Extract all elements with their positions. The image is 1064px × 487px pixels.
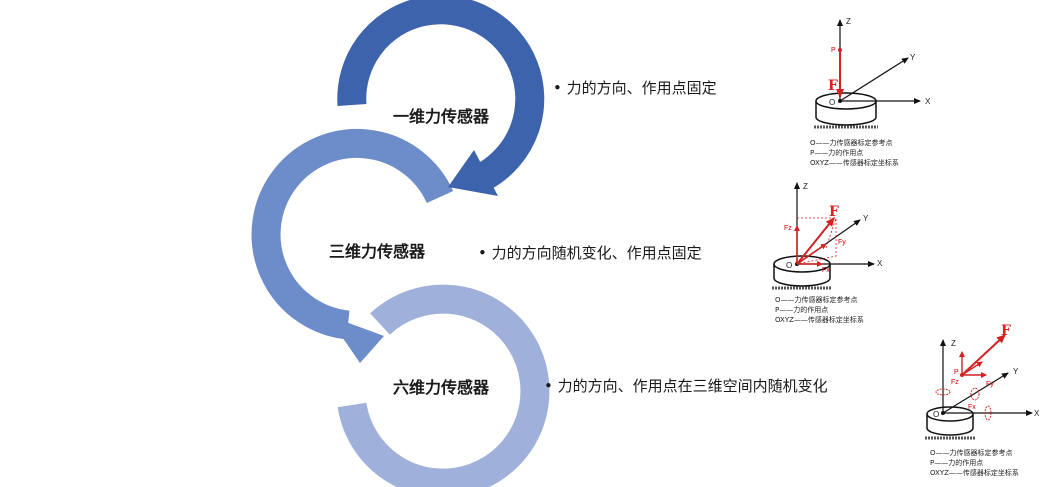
origin-label: O (829, 98, 835, 107)
fx-label: Fx (822, 267, 830, 274)
y-axis-label: Y (910, 53, 916, 62)
x-axis-label: X (877, 259, 883, 268)
sensor-disc (925, 406, 975, 440)
diagram-3d: Z X Y O F Fz Fy Fx O——力传感器标定参考点 P——力的作用点… (772, 182, 883, 324)
y-axis (839, 57, 909, 102)
fy-label: Fy (986, 381, 994, 388)
origin-label: O (786, 261, 792, 270)
legend-line-2: P——力的作用点 (810, 148, 863, 157)
point-label: P (831, 47, 836, 54)
x-axis-label: X (1034, 409, 1040, 418)
legend-line-1: O——力传感器标定参考点 (930, 448, 1013, 457)
legend-line-2: P——力的作用点 (775, 305, 828, 314)
legend-line-1: O——力传感器标定参考点 (810, 138, 893, 147)
fy-label: Fy (838, 239, 846, 246)
stage-bullet-1d: • 力的方向、作用点固定 (553, 79, 717, 97)
fx-label: Fx (968, 404, 976, 411)
stage-bullet-3d: • 力的方向随机变化、作用点固定 (478, 244, 702, 262)
y-axis-label: Y (1013, 367, 1019, 376)
fy-component (961, 361, 983, 376)
diagram-1d: Z X Y O P F O——力传感器标定参考点 P——力的作用点 OXYZ——… (810, 17, 931, 167)
fz-label: Fz (951, 379, 959, 386)
stage-title-1d: 一维力传感器 (393, 107, 490, 126)
legend-line-1: O——力传感器标定参考点 (775, 295, 858, 304)
y-axis (942, 372, 1009, 414)
legend-line-3: OXYZ——传感器标定坐标系 (810, 158, 899, 167)
force-vector (796, 217, 835, 265)
legend-line-3: OXYZ——传感器标定坐标系 (775, 315, 864, 324)
stage-title-3d: 三维力传感器 (329, 242, 426, 261)
stage-ring-1 (337, 0, 545, 196)
force-label: F (1001, 323, 1011, 339)
stage-bullet-6d: • 力的方向、作用点在三维空间内随机变化 (544, 377, 828, 395)
force-label: F (829, 204, 839, 220)
stage-ring-3 (337, 284, 550, 487)
z-axis-label: Z (846, 17, 851, 26)
force-vector (961, 334, 1006, 376)
ring-1-arrowhead (448, 150, 498, 196)
origin-label: O (933, 410, 939, 419)
fy-component (796, 243, 827, 265)
legend-line-2: P——力的作用点 (930, 458, 983, 467)
legend-line-3: OXYZ——传感器标定坐标系 (930, 468, 1019, 477)
moment-x-icon (984, 405, 992, 421)
force-label: F (828, 78, 838, 94)
stage-ring-2 (251, 128, 454, 363)
point-label: P (954, 369, 959, 376)
y-axis-label: Y (863, 214, 869, 223)
moment-z-icon (935, 388, 951, 396)
z-axis-label: Z (803, 182, 808, 191)
diagram-6d: Z X Y O F P Fz Fy Fx O——力传感器标定参考点 P——力的作… (925, 323, 1040, 477)
stage-title-6d: 六维力传感器 (393, 378, 490, 397)
fz-label: Fz (784, 225, 792, 232)
moment-y-icon (970, 387, 980, 401)
x-axis-label: X (925, 97, 931, 106)
action-point (838, 48, 842, 52)
sensor-disc (814, 92, 878, 129)
ring-2-arrowhead (327, 315, 384, 363)
z-axis-label: Z (951, 339, 956, 348)
